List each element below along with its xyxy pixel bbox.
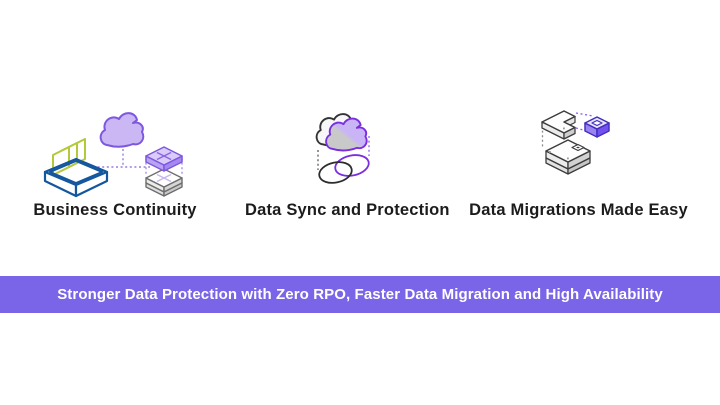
replica-stack-icon	[145, 146, 183, 197]
banner: Stronger Data Protection with Zero RPO, …	[0, 276, 720, 313]
sync-ellipse-black	[318, 161, 353, 184]
cloud-icon	[99, 112, 145, 148]
feature-label-business-continuity: Business Continuity	[33, 201, 197, 219]
notched-plate-icon	[541, 110, 576, 140]
banner-text: Stronger Data Protection with Zero RPO, …	[57, 286, 663, 303]
feature-label-data-sync: Data Sync and Protection	[245, 201, 450, 219]
replica-slab-gray	[145, 168, 183, 197]
purple-cube-icon	[584, 116, 610, 138]
dotted-connector-lines	[93, 149, 150, 168]
file-tray-icon	[43, 138, 109, 198]
dotted-connector-lines	[317, 136, 370, 170]
business-continuity-icon	[43, 112, 183, 198]
feature-label-data-migration: Data Migrations Made Easy	[469, 201, 688, 219]
platform-slab-icon	[545, 139, 591, 175]
sync-ellipse-purple	[334, 154, 370, 177]
data-migration-icon	[541, 110, 610, 175]
replica-slab-purple	[145, 146, 183, 172]
data-sync-protection-icon	[315, 113, 370, 184]
